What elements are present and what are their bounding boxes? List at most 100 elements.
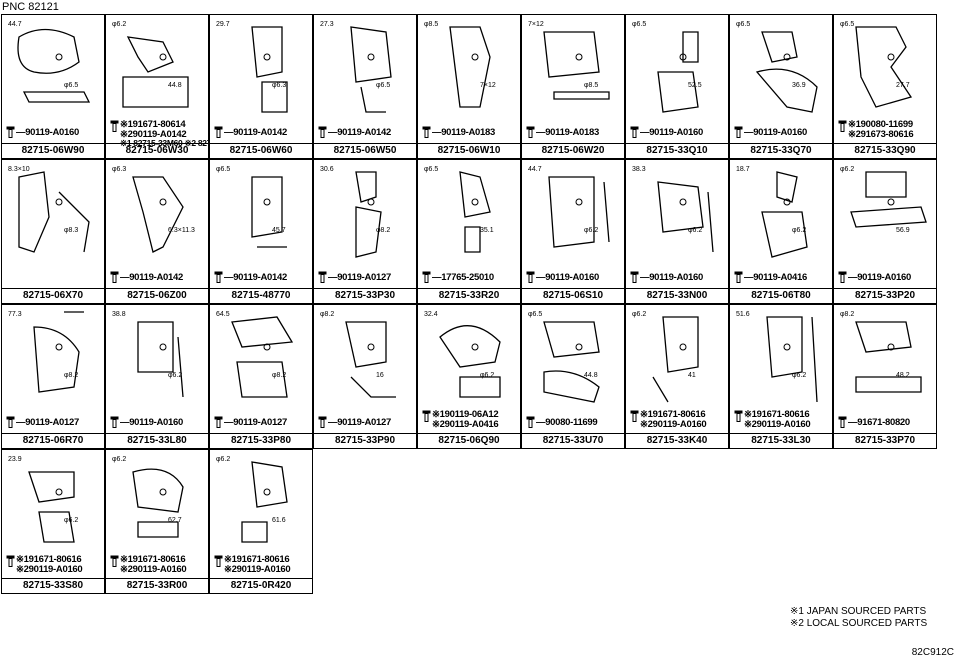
dimension-label: 77.3 (8, 311, 22, 318)
dimension-label: 7×12 (528, 21, 544, 28)
bolt-icon (110, 555, 119, 567)
bracket-outline (18, 171, 90, 253)
fastener-part-number: —90080-11699 (536, 417, 598, 428)
fastener-parts: —90119-A0142 (212, 263, 310, 291)
bracket-outline (652, 316, 699, 403)
fastener-parts: —90119-A0416 (732, 263, 830, 291)
bracket-drawing: φ8.57×12 (424, 21, 496, 108)
mounting-hole (159, 53, 167, 61)
bracket-outline (251, 26, 288, 113)
mounting-hole (575, 343, 583, 351)
dimension-label: 16 (376, 372, 384, 379)
bracket-drawing: 38.3φ6.2 (632, 166, 714, 253)
mounting-hole (783, 53, 791, 61)
dimension-label: 38.8 (112, 311, 126, 318)
part-number-caption: 82715-33K40 (626, 433, 728, 448)
mounting-hole (887, 198, 895, 206)
dimension-label: φ8.5 (584, 82, 598, 89)
bracket-outline (855, 26, 913, 108)
dimension-label: 30.6 (320, 166, 334, 173)
dimension-label: φ6.5 (424, 166, 438, 173)
fastener-part-number: ※290119-A0160 (224, 564, 291, 575)
fastener-parts: —90119-A0142 (212, 118, 310, 146)
part-number-caption: 82715-33P20 (834, 288, 936, 303)
fastener-parts: —90119-A0142 (316, 118, 414, 146)
fastener-part-number: ※191671-80614 (120, 119, 186, 130)
fastener-part-number: ※191671-80616 (120, 554, 186, 565)
bracket-drawing: 44.7φ6.5 (8, 21, 91, 103)
part-number-caption: 82715-06W20 (522, 143, 624, 158)
note-local: ※2 LOCAL SOURCED PARTS (790, 618, 928, 629)
mounting-hole (575, 198, 583, 206)
bolt-icon (6, 555, 15, 567)
fastener-parts: —90119-A0127 (316, 408, 414, 436)
mounting-hole (575, 53, 583, 61)
dimension-label: 35.1 (480, 227, 494, 234)
illustration-ref: 82C912C (911, 647, 954, 658)
dimension-label: 64.5 (216, 311, 230, 318)
part-number-caption: 82715-0R420 (210, 578, 312, 593)
bracket-outline (28, 471, 75, 543)
fastener-part-number: —90119-A0160 (640, 272, 703, 283)
bracket-outline (543, 31, 610, 100)
bolt-icon (422, 271, 431, 283)
dimension-label: 6.3×11.3 (168, 227, 195, 234)
fastener-part-number: ※190119-06A12 (432, 409, 499, 420)
part-number-caption: 82715-48770 (210, 288, 312, 303)
bolt-icon (838, 416, 847, 428)
mounting-hole (367, 53, 375, 61)
part-number-caption: 82715-33P70 (834, 433, 936, 448)
mounting-hole (159, 198, 167, 206)
bracket-outline (543, 321, 600, 403)
dimension-label: 44.8 (584, 372, 598, 379)
part-number-caption: 82715-06Q90 (418, 433, 520, 448)
bolt-icon (6, 126, 15, 138)
dimension-label: 36.9 (792, 82, 806, 89)
fastener-part-number: —90119-A0160 (640, 127, 703, 138)
part-number-caption: 82715-06T80 (730, 288, 832, 303)
bracket-drawing: 32.4φ6.2 (424, 311, 501, 398)
bracket-drawing: 18.7φ6.2 (736, 166, 808, 258)
dimension-label: 51.6 (736, 311, 750, 318)
fastener-part-number: —90119-A0127 (328, 417, 391, 428)
bolt-icon (734, 410, 743, 422)
fastener-parts: —90119-A0142 (108, 263, 206, 291)
dimension-label: φ8.2 (64, 372, 78, 379)
bracket-outline (137, 321, 184, 398)
bracket-outline (355, 171, 382, 258)
dimension-label: φ6.2 (792, 372, 806, 379)
fastener-part-number: —90119-A0127 (224, 417, 287, 428)
bracket-outline (251, 176, 287, 248)
mounting-hole (783, 343, 791, 351)
